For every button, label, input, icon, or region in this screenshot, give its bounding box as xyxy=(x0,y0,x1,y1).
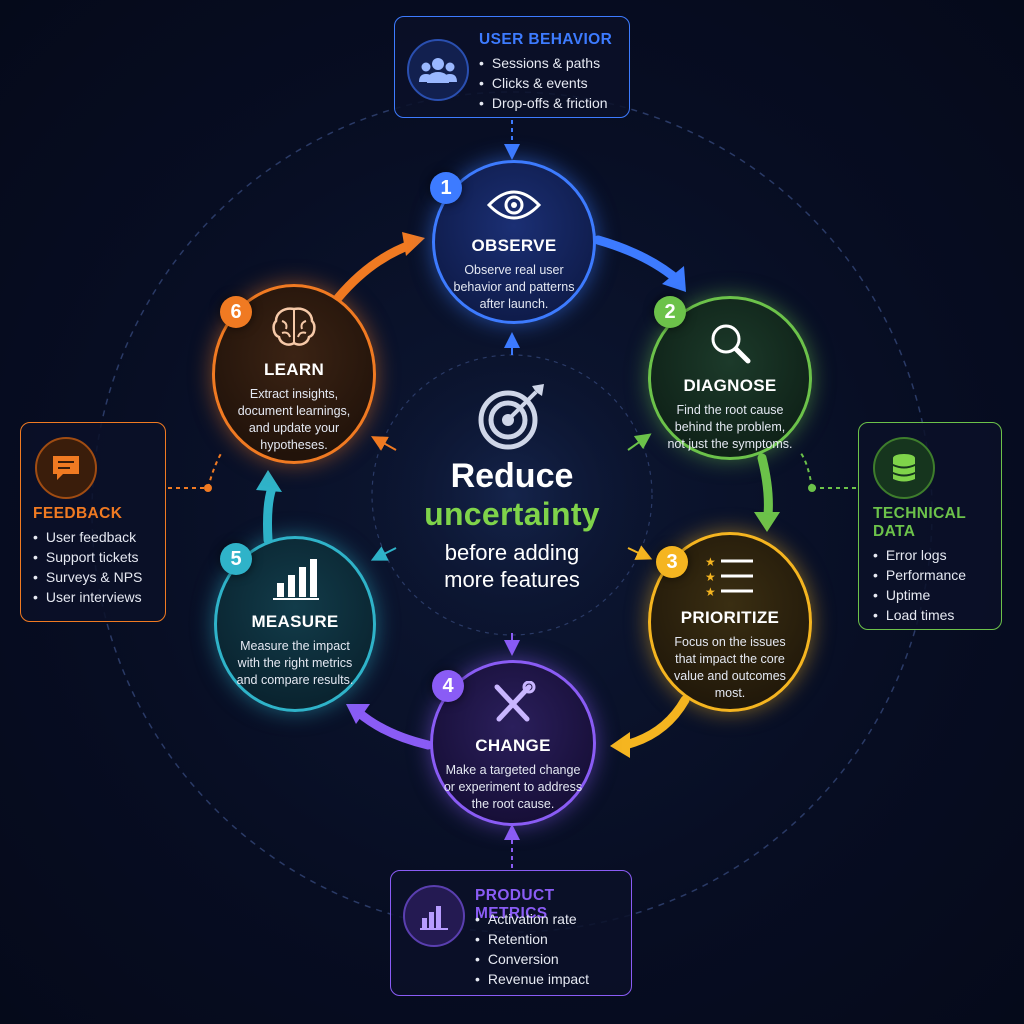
panel-user-behavior: USER BEHAVIOR Sessions & paths Clicks & … xyxy=(394,16,630,118)
tools-icon xyxy=(489,680,537,730)
panel-list: Activation rate Retention Conversion Rev… xyxy=(475,909,589,989)
list-item: Revenue impact xyxy=(475,969,589,989)
center-line-3: before adding xyxy=(444,540,580,565)
bar-chart-icon xyxy=(403,885,465,947)
step-desc: Extract insights,document learnings,and … xyxy=(237,387,351,452)
list-item: Support tickets xyxy=(33,547,142,567)
center-line-2: uncertainty xyxy=(424,496,600,532)
panel-title-line-1: TECHNICAL xyxy=(873,505,967,522)
target-icon xyxy=(478,384,544,450)
list-item: Retention xyxy=(475,929,589,949)
panel-title: USER BEHAVIOR xyxy=(479,31,613,48)
bar-chart-icon xyxy=(271,557,319,606)
panel-product-metrics: PRODUCT METRICS Activation rate Retentio… xyxy=(390,870,632,996)
step-number-badge: 5 xyxy=(220,543,252,575)
list-item: Performance xyxy=(873,565,966,585)
list-item: Conversion xyxy=(475,949,589,969)
svg-text:★: ★ xyxy=(705,585,716,597)
step-title: OBSERVE xyxy=(471,236,557,255)
list-item: Activation rate xyxy=(475,909,589,929)
panel-title: FEEDBACK xyxy=(33,505,123,522)
step-title: LEARN xyxy=(263,360,325,379)
svg-text:★: ★ xyxy=(705,555,716,569)
list-item: Clicks & events xyxy=(479,73,608,93)
panel-list: Sessions & paths Clicks & events Drop-of… xyxy=(479,53,608,113)
step-number-badge: 6 xyxy=(220,296,252,328)
step-number-badge: 1 xyxy=(430,172,462,204)
step-title: CHANGE xyxy=(475,736,551,755)
list-item: Uptime xyxy=(873,585,966,605)
eye-icon xyxy=(486,185,542,230)
center-message: Reduce uncertainty before adding more fe… xyxy=(392,362,632,642)
list-item: Drop-offs & friction xyxy=(479,93,608,113)
panel-list: User feedback Support tickets Surveys & … xyxy=(33,527,142,607)
chat-icon xyxy=(35,437,97,499)
magnifier-icon xyxy=(706,321,754,370)
step-number-badge: 3 xyxy=(656,546,688,578)
step-number-badge: 4 xyxy=(432,670,464,702)
panel-feedback: FEEDBACK User feedback Support tickets S… xyxy=(20,422,166,622)
step-title: PRIORITIZE xyxy=(680,608,780,627)
list-item: User feedback xyxy=(33,527,142,547)
panel-list: Error logs Performance Uptime Load times xyxy=(873,545,966,625)
step-title: DIAGNOSE xyxy=(683,376,777,395)
list-item: Load times xyxy=(873,605,966,625)
priority-list-icon: ★ ★ ★ xyxy=(705,555,755,602)
users-icon xyxy=(407,39,469,101)
list-item: User interviews xyxy=(33,587,142,607)
step-number-badge: 2 xyxy=(654,296,686,328)
list-item: Sessions & paths xyxy=(479,53,608,73)
center-line-1: Reduce xyxy=(450,457,574,495)
svg-text:★: ★ xyxy=(705,570,716,584)
panel-title-line-2: DATA xyxy=(873,523,916,540)
brain-icon xyxy=(270,305,318,354)
step-title: MEASURE xyxy=(251,612,339,631)
list-item: Error logs xyxy=(873,545,966,565)
database-icon xyxy=(873,437,935,499)
list-item: Surveys & NPS xyxy=(33,567,142,587)
panel-technical-data: TECHNICAL DATA Error logs Performance Up… xyxy=(858,422,1002,630)
center-line-4: more features xyxy=(444,567,580,592)
